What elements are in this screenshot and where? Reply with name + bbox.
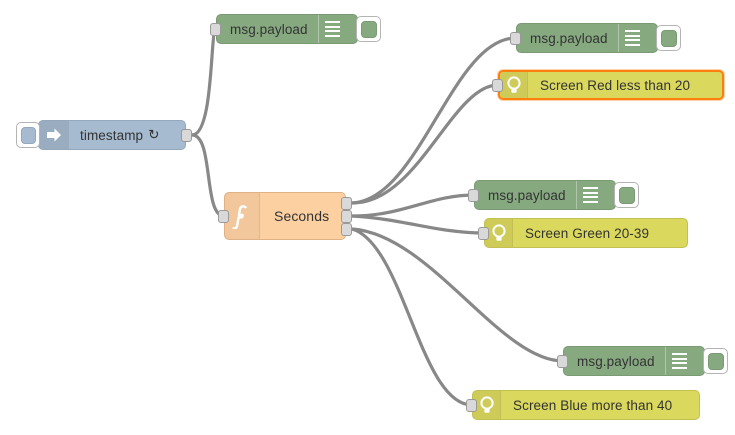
node-debug-top[interactable]: msg.payload (210, 14, 381, 44)
node-inject-timestamp[interactable]: timestamp ↻ (16, 120, 192, 150)
node-function-seconds[interactable]: Seconds (218, 192, 352, 240)
inject-trigger-button[interactable] (16, 122, 40, 148)
node-label-timestamp: timestamp ↻ (69, 121, 172, 149)
input-port[interactable] (466, 399, 477, 412)
debug-enable-knob (360, 20, 377, 38)
inject-trigger-knob (20, 126, 36, 144)
debug-enable-knob (707, 352, 724, 370)
wire-function-seconds-to-debug-right-middle[interactable] (350, 193, 476, 218)
arrow-right-icon (39, 121, 69, 149)
input-port[interactable] (510, 32, 521, 45)
debug-enable-button[interactable] (656, 25, 681, 51)
wire-function-seconds-to-debug-right-bottom[interactable] (350, 227, 565, 363)
output-port-1[interactable] (341, 210, 352, 223)
input-port[interactable] (468, 189, 479, 202)
repeat-icon: ↻ (148, 127, 160, 142)
node-label-debug-right-middle: msg.payload (488, 187, 566, 203)
output-port-2[interactable] (341, 223, 352, 236)
debug-lines-icon (664, 347, 694, 375)
debug-lines-icon (317, 15, 347, 43)
input-port[interactable] (210, 23, 221, 36)
lightbulb-icon (485, 219, 513, 247)
lightbulb-icon (500, 72, 528, 98)
output-port-0[interactable] (181, 129, 192, 142)
wire-function-seconds-to-light-green[interactable] (350, 214, 486, 235)
debug-enable-button[interactable] (614, 182, 639, 208)
wire-function-seconds-to-debug-right-top[interactable] (350, 36, 518, 205)
node-light-screen-green[interactable]: Screen Green 20-39 (478, 218, 688, 248)
node-label-screen-red: Screen Red less than 20 (540, 77, 691, 93)
input-port[interactable] (218, 210, 229, 223)
debug-lines-icon (575, 181, 605, 209)
wire-function-seconds-to-light-blue[interactable] (350, 227, 474, 407)
node-light-screen-red[interactable]: Screen Red less than 20 (492, 70, 724, 100)
node-label-debug-right-top: msg.payload (530, 30, 608, 46)
node-debug-right-bottom[interactable]: msg.payload (557, 346, 728, 376)
debug-enable-button[interactable] (703, 348, 728, 374)
input-port[interactable] (478, 227, 489, 240)
inject-label-text: timestamp (80, 127, 144, 143)
debug-enable-knob (660, 29, 677, 47)
debug-enable-button[interactable] (356, 16, 381, 42)
input-port[interactable] (492, 79, 503, 92)
input-port[interactable] (557, 355, 568, 368)
wire-inject-timestamp-to-function-seconds[interactable] (190, 133, 226, 218)
debug-lines-icon (617, 24, 647, 52)
node-debug-right-top[interactable]: msg.payload (510, 23, 681, 53)
function-f-icon (225, 193, 260, 239)
output-port-0[interactable] (341, 197, 352, 210)
debug-enable-knob (618, 186, 635, 204)
node-label-debug-right-bottom: msg.payload (577, 353, 655, 369)
node-label-screen-green: Screen Green 20-39 (525, 225, 650, 241)
node-label-debug-top: msg.payload (230, 21, 308, 37)
wire-inject-timestamp-to-debug-top[interactable] (190, 27, 218, 137)
node-label-seconds: Seconds (274, 208, 330, 224)
node-debug-right-middle[interactable]: msg.payload (468, 180, 639, 210)
node-label-screen-blue: Screen Blue more than 40 (513, 397, 673, 413)
lightbulb-icon (473, 391, 501, 419)
node-light-screen-blue[interactable]: Screen Blue more than 40 (466, 390, 700, 420)
